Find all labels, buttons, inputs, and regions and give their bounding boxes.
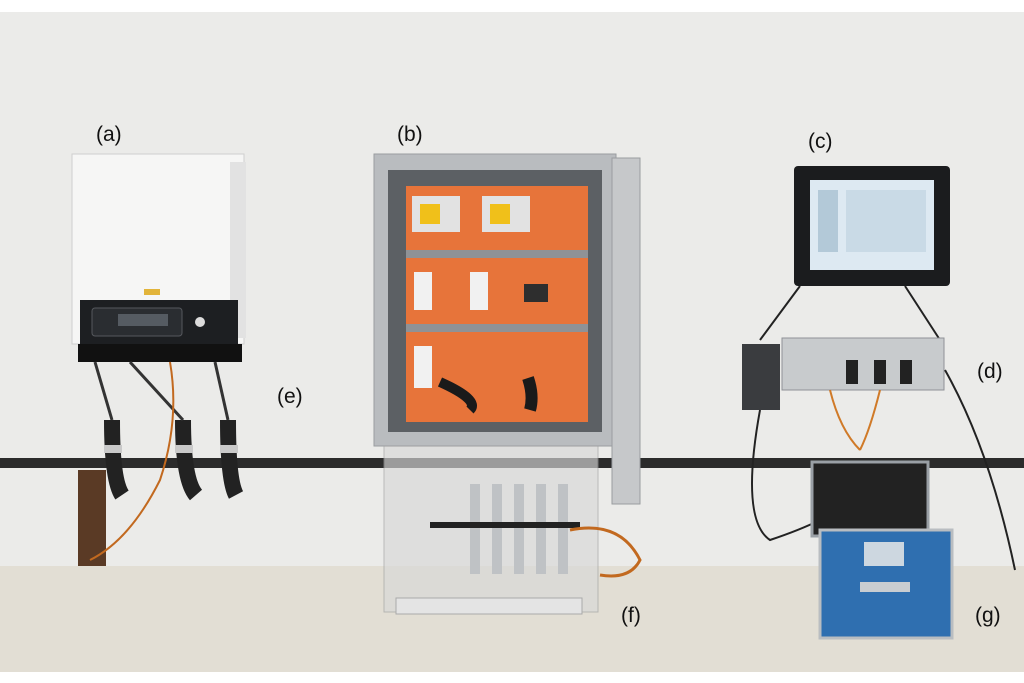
label-f: (f) xyxy=(621,604,641,627)
electrical-cabinet xyxy=(373,153,641,505)
conduits xyxy=(89,360,244,561)
table-leg xyxy=(78,470,106,566)
measurement-case xyxy=(810,460,954,640)
hmi-monitor xyxy=(759,166,950,341)
inverter xyxy=(71,153,246,362)
cabinet-door xyxy=(611,157,641,505)
label-g: (g) xyxy=(975,604,1001,627)
plc-rack xyxy=(742,337,1016,571)
inverter-warning-label xyxy=(144,289,160,295)
capacitor-rack xyxy=(383,445,642,615)
label-a: (a) xyxy=(96,123,122,146)
label-c: (c) xyxy=(808,130,833,153)
label-e: (e) xyxy=(277,385,303,408)
label-d: (d) xyxy=(977,360,1003,383)
label-b: (b) xyxy=(397,123,423,146)
